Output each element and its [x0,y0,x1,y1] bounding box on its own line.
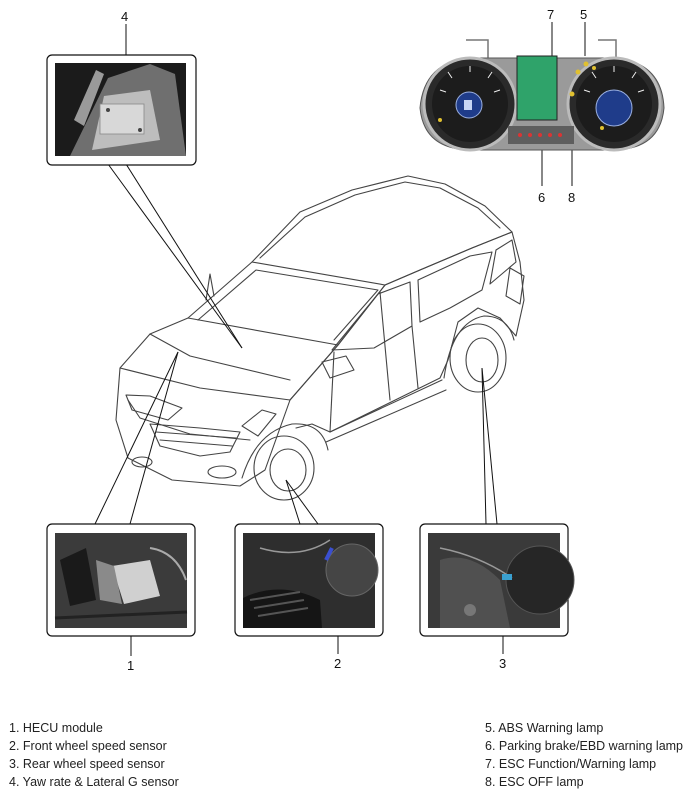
callout-2: 2 [334,656,342,671]
legend-item-yaw-rate-sensor: 4. Yaw rate & Lateral G sensor [9,775,179,789]
callout-6: 6 [538,190,546,205]
vehicle-drawing [115,175,525,501]
photo-front-wheel-speed-sensor [234,523,384,637]
legend-item-rear-wheel-speed-sensor: 3. Rear wheel speed sensor [9,757,165,771]
callout-7: 7 [547,7,555,22]
legend-item-front-wheel-speed-sensor: 2. Front wheel speed sensor [9,739,167,753]
legend-left-column: 1. HECU module 2. Front wheel speed sens… [9,719,179,791]
photo-rear-wheel-speed-sensor [419,523,575,637]
legend-item-parking-brake-ebd-lamp: 6. Parking brake/EBD warning lamp [485,739,684,753]
legend-item-abs-warning-lamp: 5. ABS Warning lamp [485,721,604,735]
legend-right-column: 5. ABS Warning lamp 6. Parking brake/EBD… [485,719,683,791]
photo-hecu-module [46,523,196,637]
callout-4: 4 [121,9,129,24]
legend-item-hecu-module: 1. HECU module [9,721,103,735]
abs-esc-component-diagram [46,22,665,656]
callout-8: 8 [568,190,576,205]
photo-yaw-rate-sensor [46,54,197,166]
callout-5: 5 [580,7,588,22]
instrument-cluster [419,39,665,152]
legend-item-esc-off-lamp: 8. ESC OFF lamp [485,775,584,789]
callout-1: 1 [127,658,135,673]
legend-item-esc-function-lamp: 7. ESC Function/Warning lamp [485,757,657,771]
callout-3: 3 [499,656,507,671]
